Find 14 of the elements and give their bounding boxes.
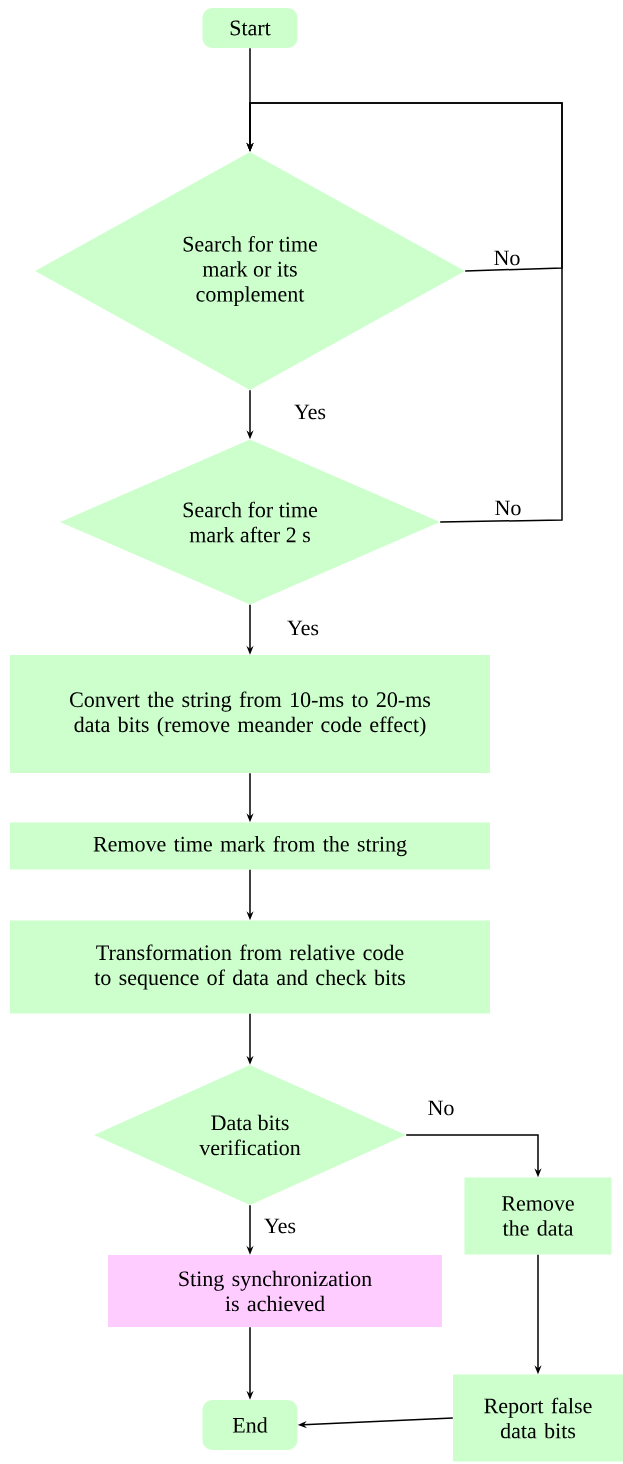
process-box: Convert the string from 10-ms to 20-ms data bits (remove meander code effect) xyxy=(10,655,490,773)
result-box: Sting synchronization is achieved xyxy=(108,1255,442,1327)
process-box: Remove the data xyxy=(464,1177,612,1255)
edge-label: No xyxy=(493,499,523,517)
process-box: Report false data bits xyxy=(453,1374,623,1462)
edge-label: Yes xyxy=(293,403,327,421)
edge-label: No xyxy=(426,1099,456,1117)
start-terminal: Start xyxy=(202,8,298,48)
edge-label: Yes xyxy=(286,619,320,637)
end-terminal: End xyxy=(202,1400,298,1450)
edge-label: Yes xyxy=(263,1217,297,1235)
edge-label: No xyxy=(492,249,522,267)
process-box: Remove time mark from the string xyxy=(10,822,490,870)
process-box: Transformation from relative code to sequence of data and check bits xyxy=(10,920,490,1014)
